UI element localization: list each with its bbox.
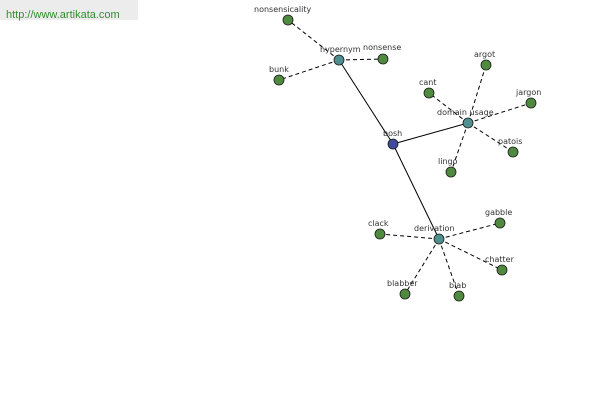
edge-relation-to-word (428, 92, 469, 124)
site-url-link[interactable]: http://www.artikata.com (6, 9, 120, 21)
edge-relation-to-word (287, 19, 340, 61)
edge-relation-to-word (438, 238, 460, 297)
word-node[interactable] (445, 166, 457, 178)
relation-node[interactable] (462, 117, 474, 129)
edge-relation-to-word (404, 238, 440, 295)
word-node-label: blabber (387, 279, 418, 288)
edge-relation-to-word (379, 233, 440, 240)
site-url-banner[interactable]: http://www.artikata.com (0, 0, 138, 21)
relation-node-label: hypernym (320, 45, 361, 54)
word-node[interactable] (496, 264, 508, 276)
word-node[interactable] (453, 290, 465, 302)
word-node[interactable] (374, 228, 386, 240)
word-node[interactable] (494, 217, 506, 229)
relation-node[interactable] (333, 54, 345, 66)
graph-nodes: nonsensicality nonsense bunk hypernym argot c… (254, 5, 541, 302)
word-node-label: nonsensicality (254, 5, 311, 14)
edge-relation-to-word (467, 122, 514, 153)
word-node[interactable] (377, 53, 389, 65)
word-node-label: bunk (269, 65, 289, 74)
edge-root-to-relation (392, 122, 469, 145)
word-node-label: gabble (485, 208, 512, 217)
word-node[interactable] (480, 59, 492, 71)
root-node[interactable] (387, 138, 399, 150)
word-node[interactable] (507, 146, 519, 158)
edge-relation-to-word (467, 64, 487, 124)
word-node[interactable] (282, 14, 294, 26)
graph-edges (278, 19, 532, 297)
edge-root-to-relation (392, 143, 440, 240)
edge-relation-to-word (338, 58, 384, 61)
word-node-label: blab (449, 281, 466, 290)
edge-relation-to-word (278, 59, 340, 81)
edge-root-to-relation (338, 59, 394, 145)
word-node[interactable] (525, 97, 537, 109)
word-node-label: cant (419, 78, 437, 87)
relation-node[interactable] (433, 233, 445, 245)
word-node-label: clack (368, 219, 389, 228)
word-node-label: nonsense (363, 43, 401, 52)
word-node-label: patois (498, 137, 522, 146)
edge-relation-to-word (438, 238, 503, 271)
word-node-label: chatter (485, 255, 515, 264)
word-node[interactable] (399, 288, 411, 300)
edge-relation-to-word (438, 222, 501, 240)
relation-node-label: derivation (414, 224, 454, 233)
word-node[interactable] (273, 74, 285, 86)
relation-node-label: domain usage (437, 108, 494, 117)
edge-relation-to-word (450, 122, 469, 173)
word-node[interactable] (423, 87, 435, 99)
root-node-label: bosh (383, 129, 402, 138)
word-node-label: argot (474, 50, 495, 59)
word-node-label: jargon (515, 88, 541, 97)
word-node-label: lingo (438, 157, 458, 166)
